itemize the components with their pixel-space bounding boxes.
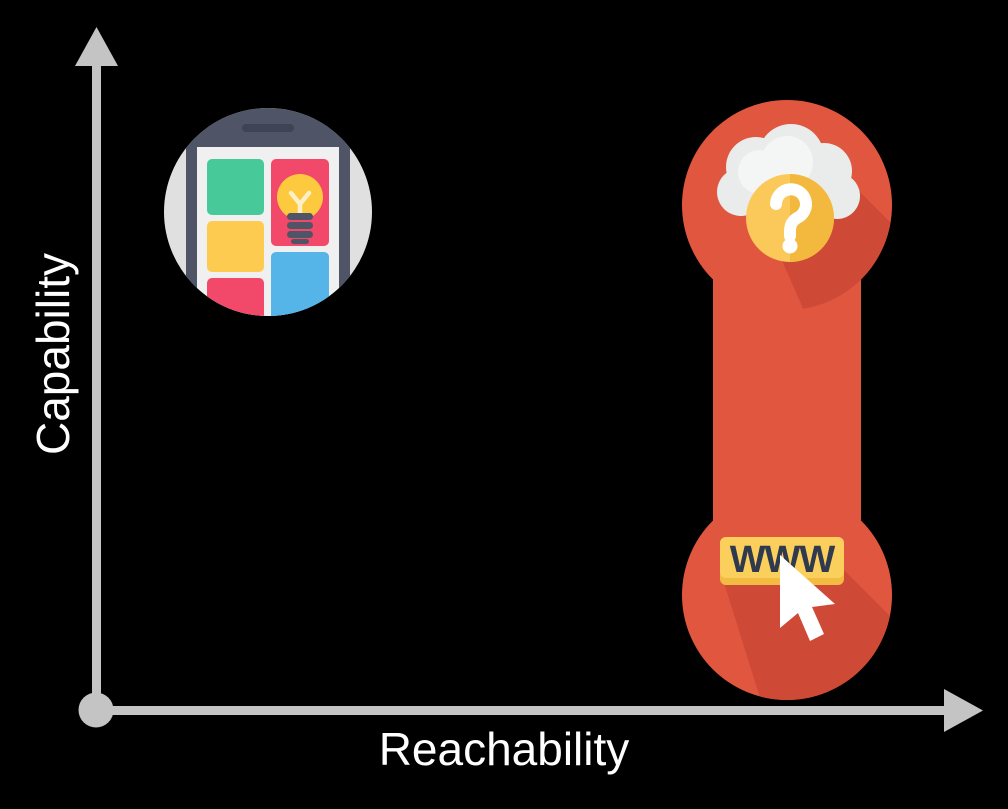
phone-speaker-slot [242, 124, 294, 132]
cursor-icon [780, 555, 835, 641]
question-mark-icon [770, 183, 812, 242]
web-reach-dumbbell[interactable]: WWW [672, 100, 902, 700]
up-arrow-icon [75, 27, 118, 66]
y-axis-label: Capability [27, 253, 79, 455]
tile-pink-small [207, 278, 264, 316]
question-mark-dot [782, 238, 798, 254]
tile-blue [271, 252, 329, 316]
bulb-filament [288, 190, 312, 219]
mobile-app-icon[interactable] [164, 108, 372, 316]
bulb-glass [277, 174, 323, 220]
tile-yellow [207, 221, 264, 272]
bulb-base [287, 213, 313, 244]
tile-green [207, 159, 264, 215]
x-axis-label: Reachability [378, 723, 630, 775]
